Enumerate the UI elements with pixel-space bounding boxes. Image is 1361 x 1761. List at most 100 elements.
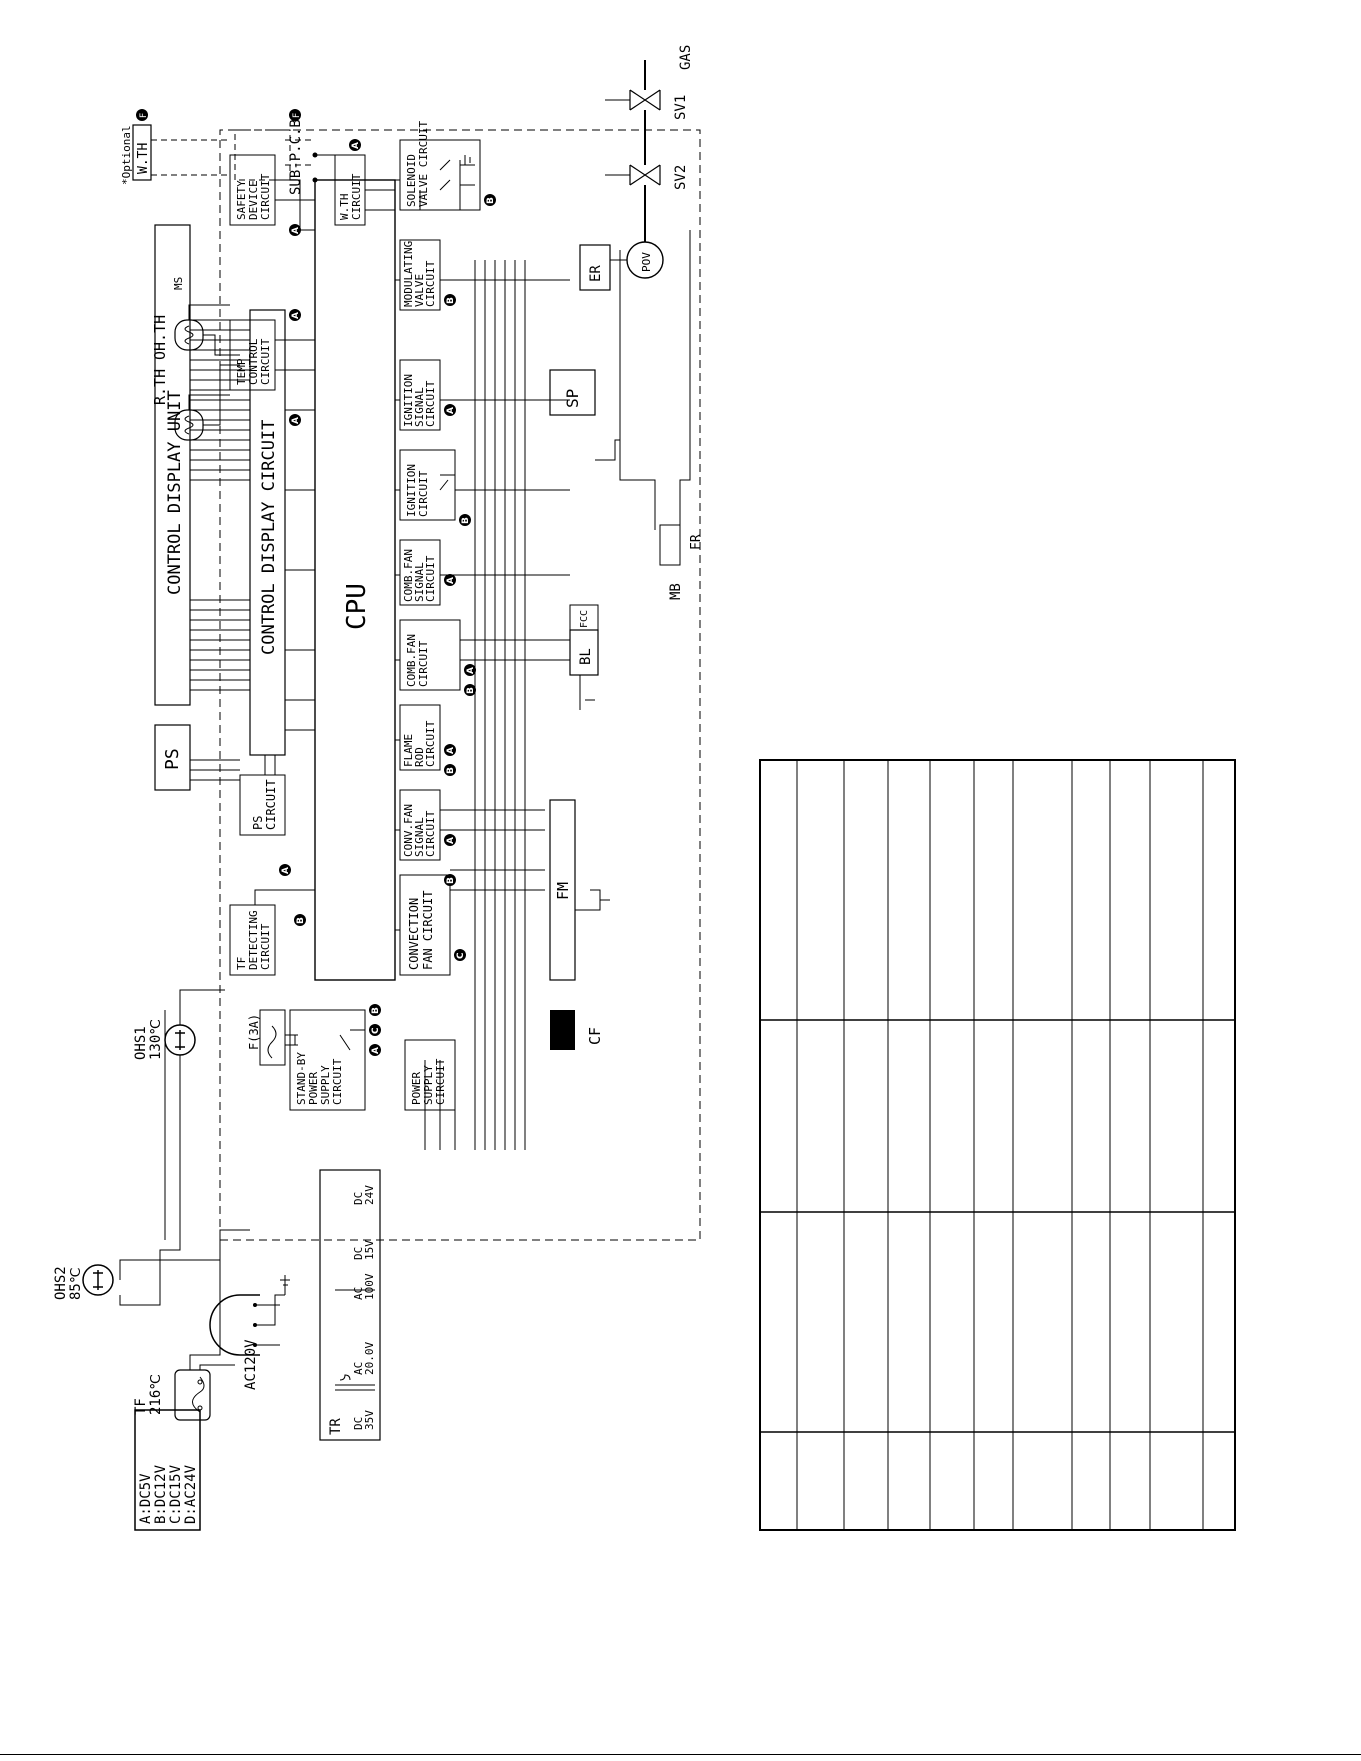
blank-table (759, 759, 1236, 1531)
convection-fan-circuit: CONVECTION FAN CIRCUIT (399, 874, 451, 976)
modulating-valve-line1: MODULATING (402, 241, 415, 307)
connector-f-sub-label: F (292, 113, 302, 118)
badge-a-5-label: A (351, 142, 361, 149)
main-burner (619, 230, 691, 530)
ignition-signal-circuit: IGNITION SIGNAL CIRCUIT (399, 359, 441, 431)
ohs2-temp: 85℃ (68, 1267, 84, 1300)
convection-fan (550, 1010, 575, 1050)
main-pcb-outline (219, 129, 701, 1241)
comb-fan-signal-line2: SIGNAL (413, 562, 426, 602)
badge-a-8: A (464, 664, 476, 676)
tf-detecting-line2: DETECTING (247, 910, 260, 970)
tr-tap-5-a: DC (352, 1192, 365, 1205)
badge-c-2-label: C (371, 1027, 381, 1034)
badge-b-2-label: B (446, 877, 456, 884)
oh-th-label: OH.TH (151, 315, 169, 360)
comb-fan-circuit: COMB.FAN CIRCUIT (399, 619, 461, 691)
tr-tap-3-a: AC (352, 1287, 365, 1300)
standby-line2: POWER (307, 1072, 320, 1105)
flame-rod-line1: FLAME (402, 734, 415, 767)
ignition-signal-line3: CIRCUIT (424, 380, 437, 427)
spark-plug (549, 369, 596, 416)
conv-fan-signal-line2: SIGNAL (413, 817, 426, 857)
badge-b-3: B (444, 764, 456, 776)
conv-fan-signal-line3: CIRCUIT (424, 810, 437, 857)
flame-rod-circuit: FLAME ROD CIRCUIT (399, 704, 441, 771)
badge-c-1-label: C (456, 952, 466, 959)
convection-fan-line1: CONVECTION (407, 898, 421, 970)
r-th-label: R.TH (151, 369, 169, 405)
ac120v-plug (209, 1294, 260, 1356)
blower-label: BL (578, 648, 594, 665)
ohs1-name: OHS1 (133, 1026, 149, 1060)
ignition-signal-line2: SIGNAL (413, 387, 426, 427)
badge-a-2-label: A (291, 417, 301, 424)
comb-fan-signal-circuit: COMB.FAN SIGNAL CIRCUIT (399, 539, 441, 606)
badge-a-7-label: A (446, 747, 456, 754)
standby-line4: CIRCUIT (331, 1058, 344, 1105)
w-th-circuit-line2: CIRCUIT (350, 173, 363, 220)
modulating-valve-line2: VALVE (413, 274, 426, 307)
badge-b-1-label: B (296, 917, 306, 924)
ohs2-switch (82, 1264, 114, 1296)
sv2-valve: SV2 (629, 164, 689, 190)
tr-tap-4-a: DC (352, 1247, 365, 1260)
badge-a-1: A (279, 864, 291, 876)
ps-circuit-line1: PS (251, 816, 265, 830)
fan-motor (549, 799, 576, 981)
badge-a-11-label: A (371, 1047, 381, 1054)
gas-label: GAS (678, 45, 694, 70)
ac120v-label: AC120V (243, 1339, 259, 1390)
comb-fan-line1: COMB.FAN (405, 634, 418, 687)
control-display-unit (154, 224, 191, 706)
badge-b-6: B (444, 294, 456, 306)
tr-tap-2-a: AC (352, 1362, 365, 1375)
badge-a-1-label: A (281, 867, 291, 874)
comb-fan-signal-line1: COMB.FAN (402, 549, 415, 602)
fcc (569, 604, 599, 631)
tr-label: TR (328, 1418, 344, 1435)
badge-b-2: B (444, 874, 456, 886)
badge-a-3: A (289, 309, 301, 321)
badge-c-2: C (369, 1024, 381, 1036)
tr-tap-5-b: 24V (363, 1185, 376, 1205)
voltage-legend: A:DC5V B:DC12V C:DC15V D:AC24V (134, 1409, 201, 1531)
sv2-label: SV2 (673, 165, 689, 190)
page-bottom-rule (0, 1754, 1361, 1755)
convection-fan-line2: FAN CIRCUIT (421, 891, 435, 970)
standby-line3: SUPPLY (319, 1065, 332, 1105)
comb-fan-line2: CIRCUIT (417, 640, 430, 687)
badge-a-8-label: A (466, 667, 476, 674)
ignition-line1: IGNITION (405, 464, 418, 517)
ps-circuit (239, 774, 286, 836)
badge-a-9: A (444, 574, 456, 586)
connector-f-sub (289, 109, 301, 121)
tr-tap-1-b: 35V (363, 1410, 376, 1430)
badge-c-1: C (454, 949, 466, 961)
control-display-circuit (249, 309, 286, 756)
legend-line-d: D:AC24V (183, 1464, 199, 1524)
badge-a-4: A (289, 224, 301, 236)
w-th-circuit-line1: W.TH (338, 194, 351, 221)
fcc-label: FCC (579, 610, 590, 628)
ignition-line2: CIRCUIT (417, 470, 430, 517)
safety-device-line3: CIRCUIT (259, 173, 272, 220)
ps-sensor (154, 724, 191, 791)
tf-detecting-circuit (229, 904, 276, 976)
badge-b-8-label: B (371, 1007, 381, 1014)
cpu-block (314, 179, 396, 981)
badge-a-9-label: A (446, 577, 456, 584)
legend-line-a: A:DC5V (138, 1473, 154, 1524)
ohs1-switch (164, 1024, 196, 1056)
tr-tap-4-b: 15V (363, 1240, 376, 1260)
transformer: TR DC 35V AC 20.0V AC 100V DC 15V DC 24V (319, 1169, 381, 1441)
flame-rod-label: FR (689, 534, 704, 550)
control-display-unit-label: CONTROL DISPLAY UNIT (165, 390, 185, 595)
badge-b-7: B (484, 194, 496, 206)
oh-th-sensor (174, 319, 204, 351)
safety-device-line1: SAFETY (235, 180, 248, 220)
badge-b-1: B (294, 914, 306, 926)
standby-power-supply-circuit (289, 1009, 366, 1111)
fuse-3a (259, 1009, 286, 1066)
connector-f-top-label: F (139, 113, 149, 118)
